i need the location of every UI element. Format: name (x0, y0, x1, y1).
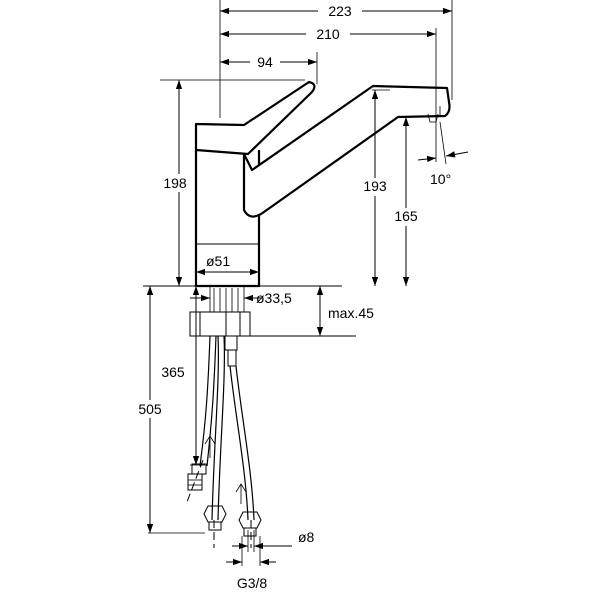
dim-label-g3-8: G3/8 (237, 575, 268, 591)
dim-thread-diameter: ø33,5 (190, 290, 292, 306)
dim-label-hose-diameter: ø8 (298, 529, 315, 545)
dim-label-505: 505 (138, 401, 162, 417)
dim-label-max-45: max.45 (328, 305, 374, 321)
dim-total-height: 198 (156, 80, 194, 286)
dim-label-210: 210 (316, 26, 340, 42)
dim-max-counter-thickness: max.45 (316, 286, 374, 336)
dim-label-angle: 10° (430, 171, 451, 187)
dim-hose-length-inner: 365 (160, 286, 200, 465)
dim-spout-height: 193 (355, 90, 395, 286)
dim-label-165: 165 (394, 208, 418, 224)
dim-label-223: 223 (328, 3, 352, 19)
dim-label-365: 365 (161, 364, 185, 380)
flow-direction-arrows (204, 435, 247, 504)
hose-fitting-inner (187, 463, 207, 491)
dim-lever-width: 94 (220, 53, 317, 71)
dim-hose-length-outer: 505 (131, 286, 169, 533)
dim-overall-width: 223 (220, 2, 452, 20)
dim-label-thread-diameter: ø33,5 (256, 290, 292, 306)
dim-body-diameter: ø51 (196, 253, 259, 276)
supply-hoses (186, 335, 255, 548)
dim-spout-reach: 210 (220, 25, 436, 43)
dim-spout-angle: 10° (417, 121, 469, 187)
faucet-body-outline (194, 80, 451, 288)
hose-fitting-right (238, 511, 262, 537)
dim-outlet-height: 165 (386, 117, 426, 286)
dim-label-94: 94 (257, 54, 273, 70)
dim-connection-thread: G3/8 (226, 536, 276, 591)
dim-label-body-diameter: ø51 (206, 253, 230, 269)
dim-label-193: 193 (363, 178, 387, 194)
dim-label-198: 198 (163, 175, 187, 191)
hose-fitting-left (203, 505, 227, 531)
